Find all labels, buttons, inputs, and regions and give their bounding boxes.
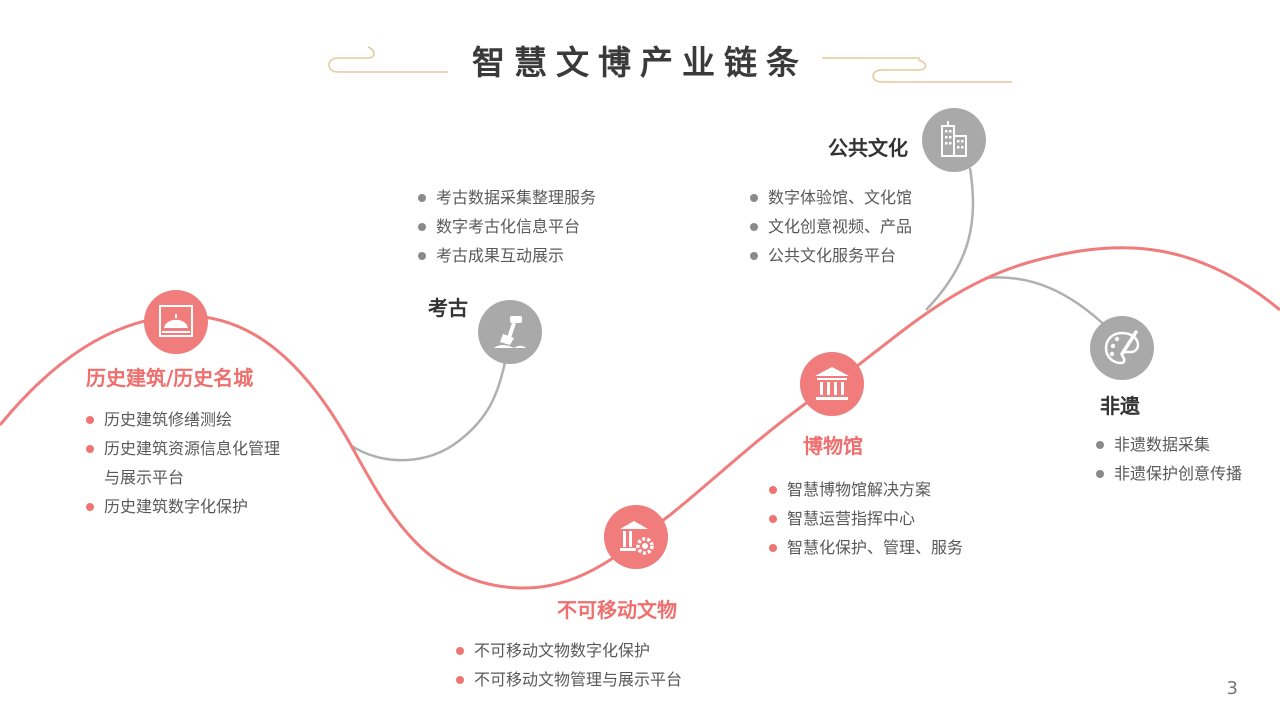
- heading-gonggong-wenhua: 公共文化: [828, 136, 908, 160]
- list-item: 数字体验馆、文化馆: [750, 183, 912, 212]
- list-feiyi: 非遗数据采集 非遗保护创意传播: [1096, 430, 1242, 488]
- heading-bukeyidong: 不可移动文物: [557, 598, 677, 622]
- node-gonggong-wenhua: [922, 108, 986, 172]
- list-item: 文化创意视频、产品: [750, 212, 912, 241]
- umbrella-icon: [159, 305, 193, 337]
- main-wave: [0, 246, 1280, 590]
- title-ornament-right: [822, 57, 1012, 83]
- connector-feiyi: [984, 276, 1111, 331]
- list-item: 非遗数据采集: [1096, 430, 1242, 459]
- node-bowuguan: [800, 352, 864, 416]
- list-item: 考古成果互动展示: [418, 241, 596, 270]
- list-gonggong-wenhua: 数字体验馆、文化馆 文化创意视频、产品 公共文化服务平台: [750, 183, 912, 270]
- connector-kaogu: [349, 361, 507, 462]
- shovel-icon: [494, 316, 526, 348]
- heading-kaogu: 考古: [428, 296, 468, 320]
- list-item: 历史建筑资源信息化管理: [86, 434, 280, 463]
- node-lishi-jianzhu: [144, 290, 208, 354]
- list-item: 历史建筑数字化保护: [86, 492, 280, 521]
- node-feiyi: [1090, 316, 1154, 380]
- list-kaogu: 考古数据采集整理服务 数字考古化信息平台 考古成果互动展示: [418, 183, 596, 270]
- list-item: 不可移动文物管理与展示平台: [456, 665, 682, 694]
- list-item: 考古数据采集整理服务: [418, 183, 596, 212]
- list-lishi-jianzhu: 历史建筑修缮测绘 历史建筑资源信息化管理 与展示平台 历史建筑数字化保护: [86, 405, 280, 521]
- heritage-gear-icon: [620, 521, 654, 555]
- list-item: 公共文化服务平台: [750, 241, 912, 270]
- connector-gonggong: [925, 167, 975, 311]
- list-item: 智慧运营指挥中心: [769, 504, 963, 533]
- list-item: 不可移动文物数字化保护: [456, 636, 682, 665]
- list-item: 智慧博物馆解决方案: [769, 475, 963, 504]
- list-bukeyidong: 不可移动文物数字化保护 不可移动文物管理与展示平台: [456, 636, 682, 694]
- page-title: 智慧文博产业链条: [472, 43, 808, 82]
- page-number: 3: [1226, 678, 1238, 699]
- list-item: 历史建筑修缮测绘: [86, 405, 280, 434]
- node-bukeyidong: [604, 505, 668, 569]
- museum-icon: [815, 367, 849, 400]
- title-ornament-left: [328, 46, 448, 73]
- heading-lishi-jianzhu: 历史建筑/历史名城: [86, 366, 254, 390]
- list-bowuguan: 智慧博物馆解决方案 智慧运营指挥中心 智慧化保护、管理、服务: [769, 475, 963, 562]
- heading-feiyi: 非遗: [1100, 394, 1140, 418]
- palette-icon: [1104, 330, 1140, 365]
- list-item: 非遗保护创意传播: [1096, 459, 1242, 488]
- heading-bowuguan: 博物馆: [803, 434, 863, 458]
- node-kaogu: [478, 300, 542, 364]
- list-item: 数字考古化信息平台: [418, 212, 596, 241]
- buildings-icon: [941, 121, 967, 157]
- list-item: 与展示平台: [104, 468, 185, 487]
- list-item: 智慧化保护、管理、服务: [769, 533, 963, 562]
